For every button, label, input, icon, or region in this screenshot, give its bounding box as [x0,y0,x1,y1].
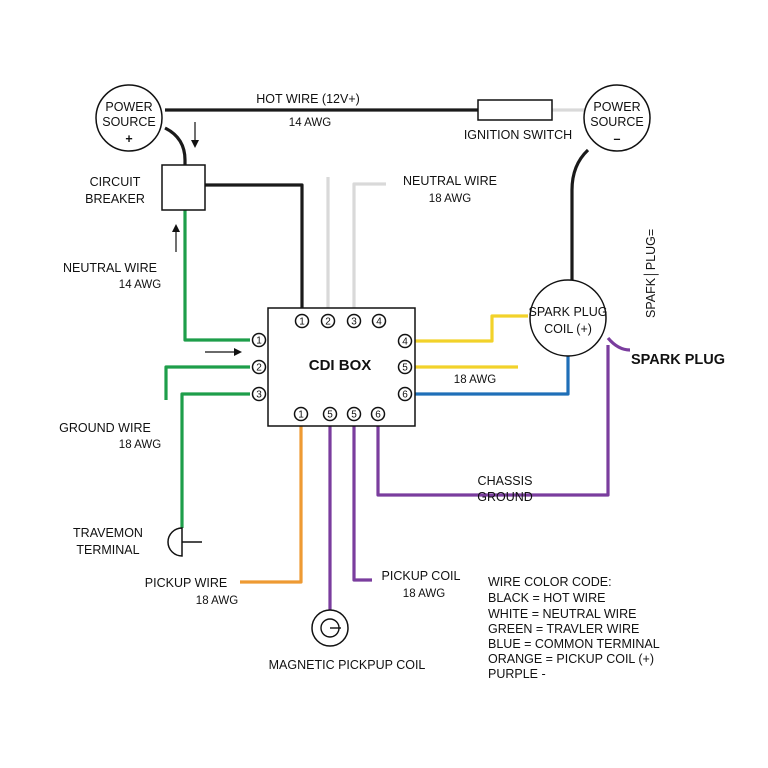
power-source-left: POWER SOURCE + [95,84,163,152]
cdi-box [267,307,416,427]
neutral-wire-left-label: NEUTRAL WIRE [63,261,157,275]
travemon-terminal-icon [167,527,202,557]
hot-wire-breaker-to-cdi [205,183,304,312]
yellow-wire-pin-4 [415,314,528,343]
ground-wire-label: GROUND WIRE [59,421,151,435]
cdi-pin-bottom-1: 1 [293,406,309,422]
purple-spark-lead [606,336,631,352]
svg-text:6: 6 [402,390,408,401]
svg-text:3: 3 [256,390,262,401]
hot-wire-gauge: 14 AWG [289,117,331,129]
svg-text:5: 5 [351,410,357,421]
ignition-switch-body [477,99,553,121]
legend-item-blue: BLUE = COMMON TERMINAL [488,637,660,651]
green-wire-pin-2 [164,365,250,400]
purple-chassis-ground [376,345,610,497]
green-wire-breaker [183,210,250,342]
legend-item-purple: PURPLE - [488,667,546,681]
pickup-coil-label: PICKUP COIL [382,569,461,583]
cdi-pin-left-3: 3 [251,386,267,402]
pickup-wire-gauge: 18 AWG [196,595,238,607]
magnetic-pickup-coil-icon [311,609,349,647]
svg-text:–: – [614,132,621,146]
cdi-pin-top-1: 1 [294,313,310,329]
ignition-switch-label: IGNITION SWITCH [464,128,572,142]
svg-text:1: 1 [299,317,305,328]
wire-color-legend: WIRE COLOR CODE: BLACK = HOT WIRE WHITE … [488,575,660,681]
legend-item-black: BLACK = HOT WIRE [488,591,606,605]
neutral-wire-top-gauge: 18 AWG [429,193,471,205]
cdi-pin-bottom-6: 6 [370,406,386,422]
chassis-ground-label-2: GROUND [477,490,533,504]
svg-text:POWER: POWER [105,100,152,114]
hot-wire-label: HOT WIRE (12V+) [256,92,360,106]
cdi-pin-top-3: 3 [346,313,362,329]
purple-pickup-5b [352,424,372,582]
green-ground-wire [180,392,250,528]
legend-title: WIRE COLOR CODE: [488,575,612,589]
arrow-up-icon [172,224,180,252]
cdi-top-pins: 1 2 3 4 [294,313,387,329]
chassis-ground-label-1: CHASSIS [478,474,533,488]
cdi-pin-right-6: 6 [397,386,413,402]
cdi-pin-top-2: 2 [320,313,336,329]
cdi-right-pins: 4 5 6 [397,333,413,402]
svg-text:4: 4 [402,337,408,348]
svg-text:SOURCE: SOURCE [102,115,155,129]
hot-wire-to-breaker [164,126,187,165]
arrow-right-icon [205,348,242,356]
cdi-pin-left-2: 2 [251,359,267,375]
svg-text:+: + [125,132,132,146]
svg-text:5: 5 [327,410,333,421]
spark-plug-coil: SPARK PLUG COIL (+) [529,279,608,357]
svg-text:2: 2 [256,363,262,374]
svg-text:6: 6 [375,410,381,421]
neutral-wire-left-gauge: 14 AWG [119,279,161,291]
legend-item-orange: ORANGE = PICKUP COIL (+) [488,652,654,666]
blue-wire-pin-6 [415,352,570,396]
cdi-pin-bottom-5b: 5 [346,406,362,422]
neutral-wire-3 [352,182,386,312]
pickup-coil-gauge: 18 AWG [403,588,445,600]
cdi-pin-left-1: 1 [251,332,267,348]
svg-text:POWER: POWER [593,100,640,114]
svg-text:1: 1 [298,410,304,421]
circuit-breaker-label-2: BREAKER [85,192,145,206]
cdi-left-pins: 1 2 3 [251,332,267,402]
neutral-wire-top-label: NEUTRAL WIRE [403,174,497,188]
travemon-terminal-label-2: TERMINAL [76,543,139,557]
svg-text:3: 3 [351,317,357,328]
svg-text:SPARK PLUG: SPARK PLUG [529,305,608,319]
cdi-pin-right-5: 5 [397,359,413,375]
cdi-pin-top-4: 4 [371,313,387,329]
svg-text:COIL (+): COIL (+) [544,322,592,336]
orange-pickup-wire [240,424,303,584]
spark-plug-label: SPARK PLUG [631,352,725,368]
ground-wire-gauge: 18 AWG [119,439,161,451]
svg-text:2: 2 [325,317,331,328]
cdi-box-title: CDI BOX [309,357,372,374]
circuit-breaker-body [161,164,206,211]
hot-wire-right-to-coil [570,148,590,282]
power-source-right: POWER SOURCE – [583,84,651,152]
magnetic-pickup-label: MAGNETIC PICKPUP COIL [269,658,426,672]
legend-item-green: GREEN = TRAVLER WIRE [488,622,639,636]
pickup-wire-label: PICKUP WIRE [145,576,227,590]
circuit-breaker-label-1: CIRCUIT [90,175,141,189]
arrow-down-icon [191,122,199,148]
spark-plug-vertical-label: SPAFK│PLUG= [643,229,659,318]
cdi-bottom-pins: 1 5 5 6 [293,406,386,422]
svg-text:4: 4 [376,317,382,328]
right-gauge-label: 18 AWG [454,374,496,386]
cdi-pin-right-4: 4 [397,333,413,349]
travemon-terminal-label-1: TRAVEMON [73,526,143,540]
svg-text:5: 5 [402,363,408,374]
legend-item-white: WHITE = NEUTRAL WIRE [488,607,637,621]
svg-text:SOURCE: SOURCE [590,115,643,129]
svg-text:1: 1 [256,336,262,347]
cdi-pin-bottom-5a: 5 [322,406,338,422]
